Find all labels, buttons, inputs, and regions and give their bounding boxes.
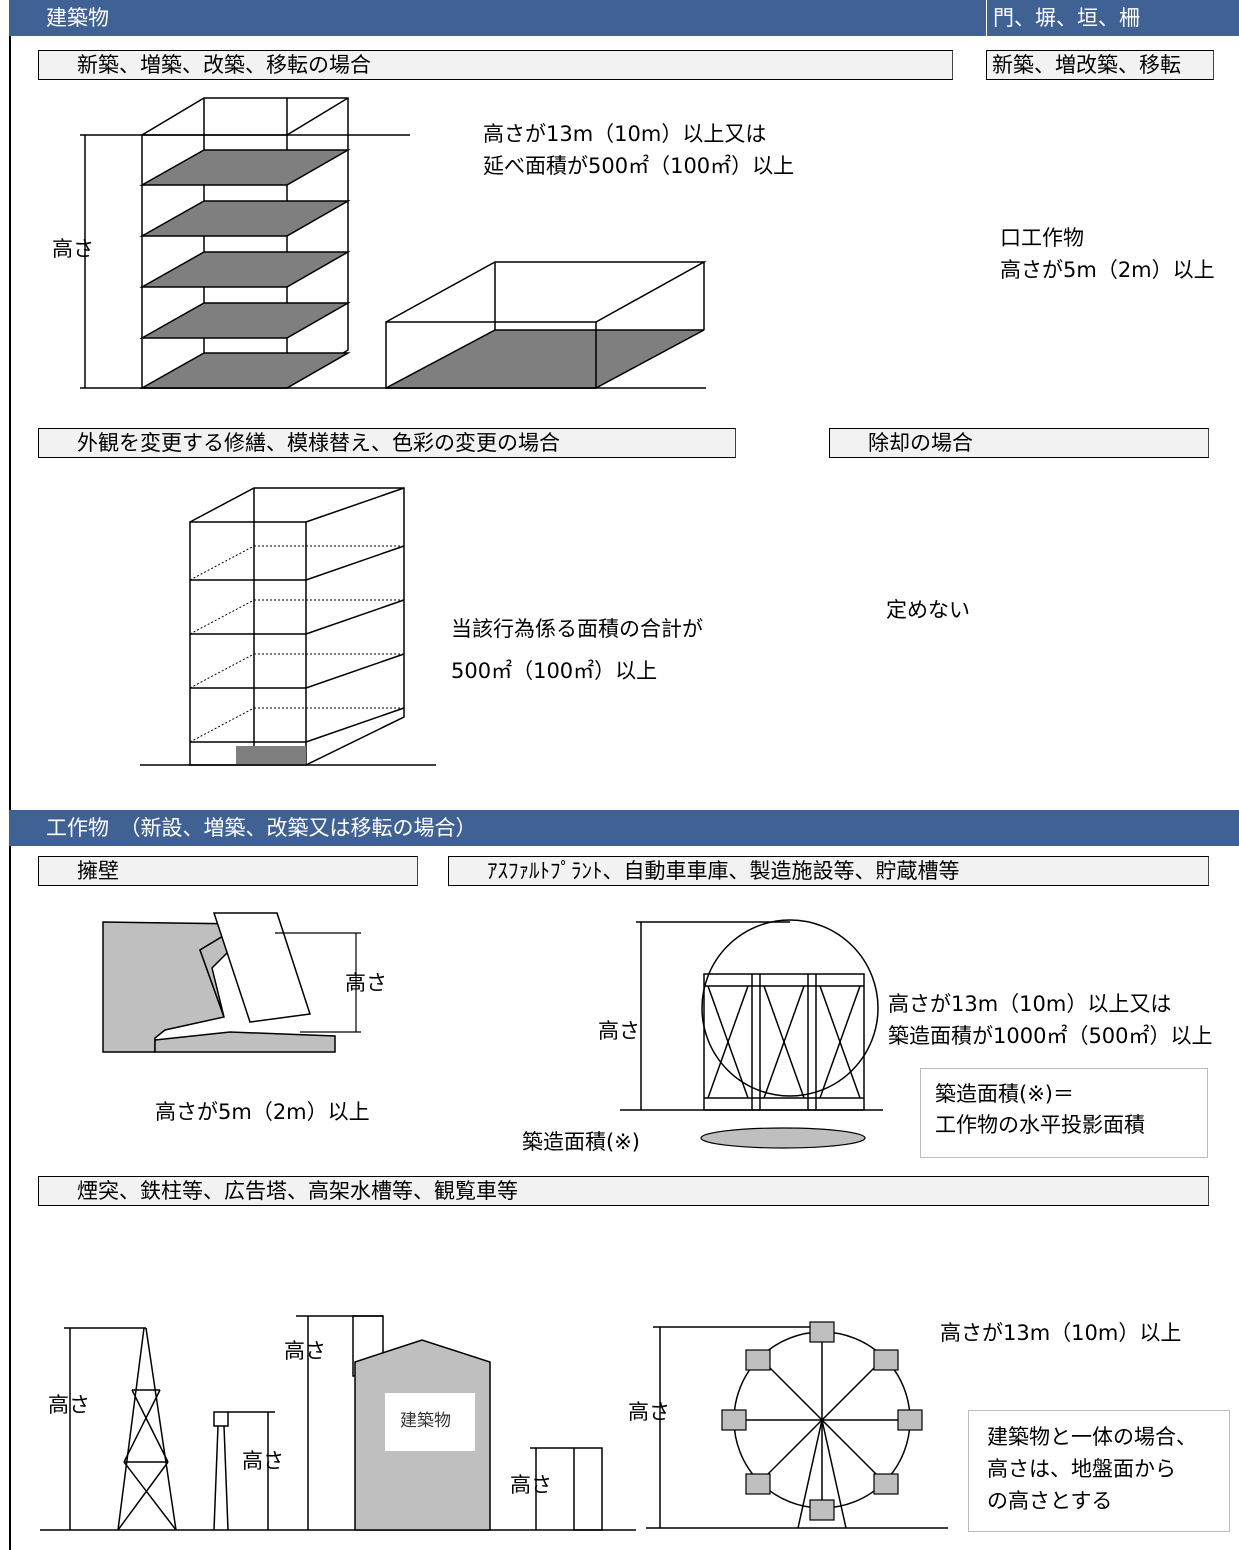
section-band-building: 建築物 — [9, 0, 986, 36]
page-frame — [9, 0, 1239, 1550]
header-gate-new-construction: 新築、増改築、移転 — [986, 50, 1214, 80]
demolition-criteria: 定めない — [886, 598, 970, 622]
height-label-chimney: 高さ — [284, 1339, 326, 1363]
height-label-water-tank: 高さ — [510, 1473, 552, 1497]
facade-criteria: 当該行為係る面積の合計が 500㎡（100㎡）以上 — [451, 617, 703, 683]
plants-criteria: 高さが13m（10m）以上又は 築造面積が1000㎡（500㎡）以上 — [888, 992, 1213, 1048]
height-label-tower: 高さ — [48, 1393, 90, 1417]
header-facade-change: 外観を変更する修繕、模様替え、色彩の変更の場合 — [38, 428, 736, 458]
header-plants: ｱｽﾌｧﾙﾄﾌﾟﾗﾝﾄ、自動車車庫、製造施設等、貯蔵槽等 — [448, 856, 1209, 886]
header-retaining-wall: 擁壁 — [38, 856, 418, 886]
retaining-wall-criteria: 高さが5m（2m）以上 — [155, 1100, 370, 1124]
area-note-box: 築造面積(※)＝ 工作物の水平投影面積 — [920, 1068, 1208, 1158]
section-band-structures: 工作物 （新設、増築、改築又は移転の場合） — [9, 810, 1239, 846]
section-title-structures: 工作物 （新設、増築、改築又は移転の場合） — [46, 816, 477, 840]
ground-level-note-box: 建築物と一体の場合、 高さは、地盤面から の高さとする — [968, 1410, 1230, 1532]
height-label-retaining-wall: 高さ — [345, 971, 387, 995]
section-title-building: 建築物 — [46, 6, 109, 30]
building-criteria: 高さが13m（10m）以上又は 延べ面積が500㎡（100㎡）以上 — [483, 122, 795, 178]
chimney-criteria: 高さが13m（10m）以上 — [940, 1321, 1182, 1345]
area-label: 築造面積(※) — [522, 1130, 640, 1154]
section-band-gate: 門、塀、垣、柵 — [987, 0, 1239, 36]
header-new-construction: 新築、増築、改築、移転の場合 — [38, 50, 953, 80]
header-chimneys: 煙突、鉄柱等、広告塔、高架水槽等、観覧車等 — [38, 1176, 1209, 1206]
gate-criteria: 口工作物 高さが5m（2m）以上 — [1000, 226, 1215, 282]
building-label: 建築物 — [400, 1411, 451, 1431]
height-label-tank: 高さ — [598, 1019, 640, 1043]
height-label-ferris-wheel: 高さ — [628, 1400, 670, 1424]
height-label-building: 高さ — [52, 237, 94, 261]
section-title-gate: 門、塀、垣、柵 — [993, 6, 1140, 30]
height-label-pole: 高さ — [242, 1449, 284, 1473]
header-demolition: 除却の場合 — [829, 428, 1209, 458]
